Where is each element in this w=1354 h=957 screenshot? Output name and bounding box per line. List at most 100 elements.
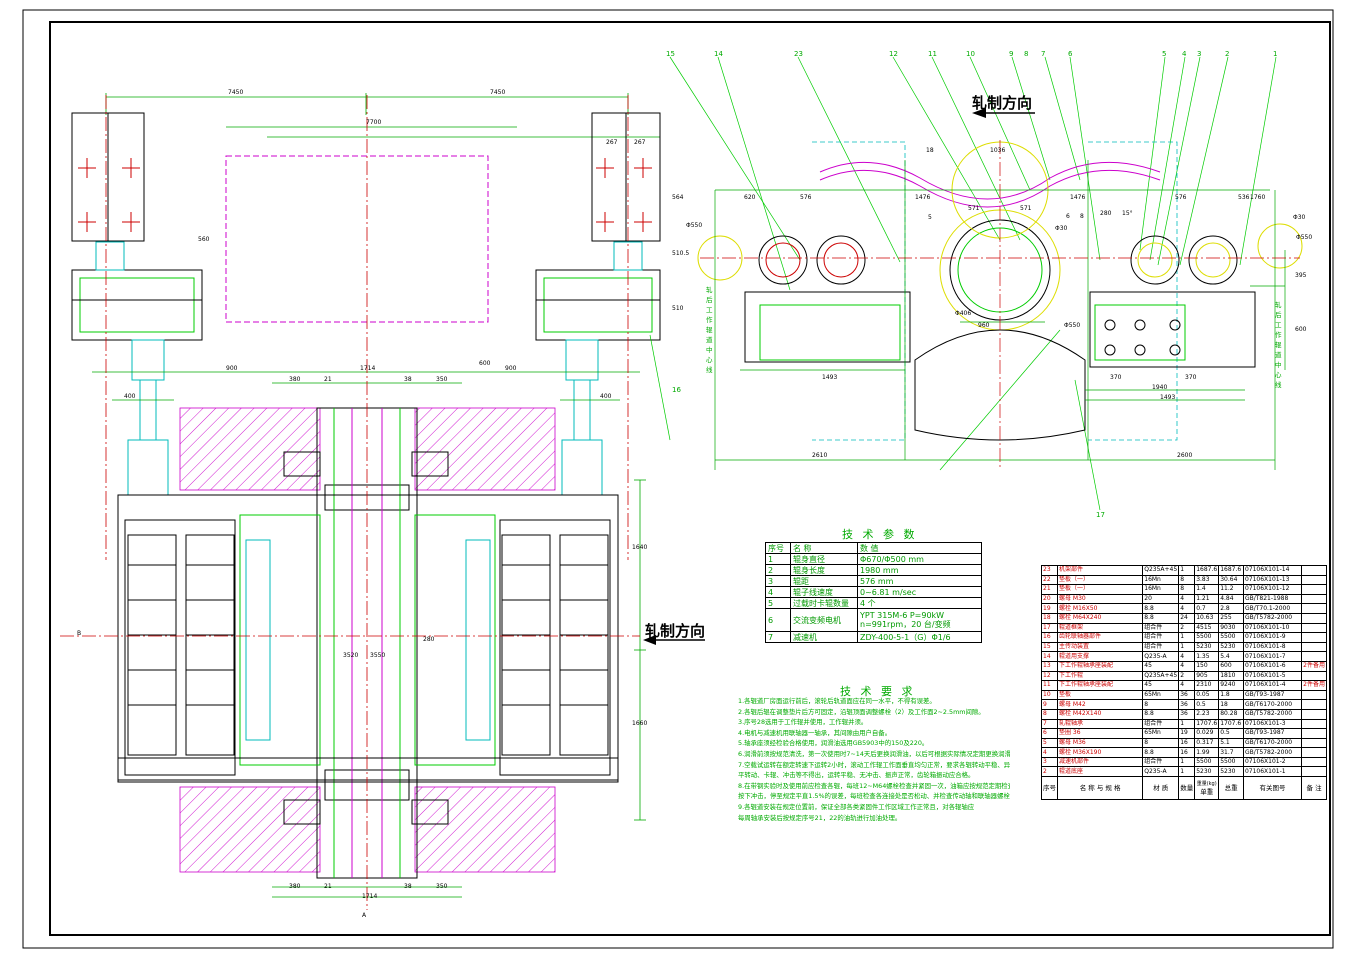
bom-cell: 螺母 M30 <box>1056 593 1144 605</box>
bom-cell: 8 <box>1142 737 1180 749</box>
bom-cell: 5 <box>1041 737 1058 749</box>
note-line: 1.各辊道厂房面运行前后，滚轮后轨道面应在同一水平，不得有误差。 <box>738 697 936 705</box>
bom-cell <box>1301 593 1327 605</box>
motor-left <box>71 112 145 242</box>
bom-cell: Q235-A <box>1142 766 1180 778</box>
bom-cell: 07106X101-2 <box>1242 756 1303 768</box>
bom-cell: 8.8 <box>1142 603 1180 614</box>
bom-cell: 减速机部件 <box>1056 756 1144 768</box>
bom-cell: 螺母 M36 <box>1056 737 1144 749</box>
bom-cell: 8 <box>1178 584 1196 595</box>
bom-cell: 0.7 <box>1194 603 1220 614</box>
reducer-right <box>535 241 661 341</box>
bom-cell: 1.4 <box>1194 584 1220 595</box>
bom-cell: 16 <box>1041 632 1058 643</box>
bom-cell: 36 <box>1178 699 1196 710</box>
bom-cell: 8 <box>1142 699 1180 710</box>
bom-cell <box>1301 699 1327 710</box>
elevation-center-lines <box>700 140 1300 470</box>
bom-cell: 螺母 M42 <box>1056 699 1144 710</box>
roll-pass-line <box>819 161 1161 200</box>
bom-cell: 2件备用 <box>1301 680 1327 691</box>
bom-cell: GB/T6170-2000 <box>1242 699 1303 710</box>
bom-cell: 主传动装置 <box>1056 641 1144 653</box>
bom-cell: Q235A+45 <box>1142 670 1180 682</box>
note-line: 每周轴承安装后按规定序号21，22的油轨进行加油处理。 <box>738 813 902 822</box>
bom-cell: GB/T70.1-2000 <box>1242 603 1303 614</box>
bom-cell: 45 <box>1142 660 1180 672</box>
bom-cell: 36 <box>1178 689 1196 701</box>
bom-cell: 垫板（一） <box>1056 584 1144 595</box>
elevation-dimensions <box>714 160 1286 470</box>
note-line: 5.轴承座须经检验合格使用，润滑油选用GB5903中的150及220。 <box>738 739 929 748</box>
note-line: 3.序号28选用于工作辊并使用，工作辊并须。 <box>738 718 868 727</box>
note-line: 8.在带钢实验时及使用前应检查各辊，每班12~M64螺栓检查并紧固一次，油箱应按… <box>738 781 1010 790</box>
foundation-hatch-top-right <box>414 407 556 491</box>
motor-right <box>591 112 661 242</box>
bom-cell: GB/T6170-2000 <box>1242 737 1303 749</box>
bom-cell: 65Mn <box>1142 728 1180 739</box>
bom-cell: 16Mn <box>1142 574 1180 586</box>
foundation-hatch-bottom-left <box>179 786 321 873</box>
bom-cell <box>1301 603 1327 614</box>
bom-cell: 18 <box>1041 612 1058 624</box>
bom-cell <box>1301 574 1327 586</box>
bom-cell: 组合件 <box>1142 718 1180 730</box>
bom-cell: 机架部件 <box>1056 565 1144 576</box>
roll-change-area <box>225 155 489 323</box>
vertical-note-right: 轧后工作辊道中心线 <box>1275 301 1282 389</box>
bom-cell: Q235-A <box>1142 651 1180 662</box>
bom-cell: 1810 <box>1218 670 1244 682</box>
bom-cell <box>1301 565 1327 576</box>
bom-cell: 2.23 <box>1194 708 1220 720</box>
bom-cell <box>1301 651 1327 662</box>
bom-cell: 1.99 <box>1194 747 1220 758</box>
bom-cell <box>1301 612 1327 624</box>
bom-cell: 2件备用 <box>1301 660 1327 672</box>
bom-cell: 组合件 <box>1142 641 1180 653</box>
bom-cell: 0.029 <box>1194 728 1220 739</box>
bom-cell: 9 <box>1041 699 1058 710</box>
bom-cell: 5230 <box>1194 641 1220 653</box>
bom-cell: 2 <box>1178 670 1196 682</box>
left-table-rollers <box>697 235 911 363</box>
bom-cell: 1707.6 <box>1218 718 1244 730</box>
bom-cell: 9240 <box>1218 680 1244 691</box>
bom-cell: 螺栓 M64X240 <box>1056 612 1144 624</box>
bom-cell: 5.4 <box>1218 651 1244 662</box>
bom-cell: 2 <box>1178 622 1196 634</box>
bom-cell <box>1301 708 1327 720</box>
bom-cell: 600 <box>1218 660 1244 672</box>
bom-cell: 4 <box>1178 603 1196 614</box>
bom-cell: 下工作辊 <box>1056 670 1144 682</box>
bom-header-row: 序号 名 称 与 规 格 材 质 数量 重量(kg)单重 总重 有关图号 备 注 <box>1041 776 1327 801</box>
bom-cell: 辊道用支撑 <box>1056 651 1144 662</box>
bom-cell: 150 <box>1194 660 1220 672</box>
bom-cell: 07106X101-6 <box>1242 660 1303 672</box>
bom-cell: 31.7 <box>1218 747 1244 758</box>
rollers-right <box>465 534 609 756</box>
bom-cell: 下工作辊轴承座装配 <box>1056 680 1144 691</box>
bom-cell: 13 <box>1041 660 1058 672</box>
bom-cell: 螺栓 M42X140 <box>1056 708 1144 720</box>
note-line: 2.各辊后辊在调整垫片后方可固定，沿辊顶面调整螺栓（2）及工作面2~2.5mm间… <box>738 707 985 716</box>
bom-cell: 19 <box>1178 728 1196 739</box>
bom-cell <box>1301 632 1327 643</box>
bom-cell: 80.28 <box>1218 708 1244 720</box>
bom-cell: 1 <box>1178 641 1196 653</box>
bom-cell <box>1301 737 1327 749</box>
